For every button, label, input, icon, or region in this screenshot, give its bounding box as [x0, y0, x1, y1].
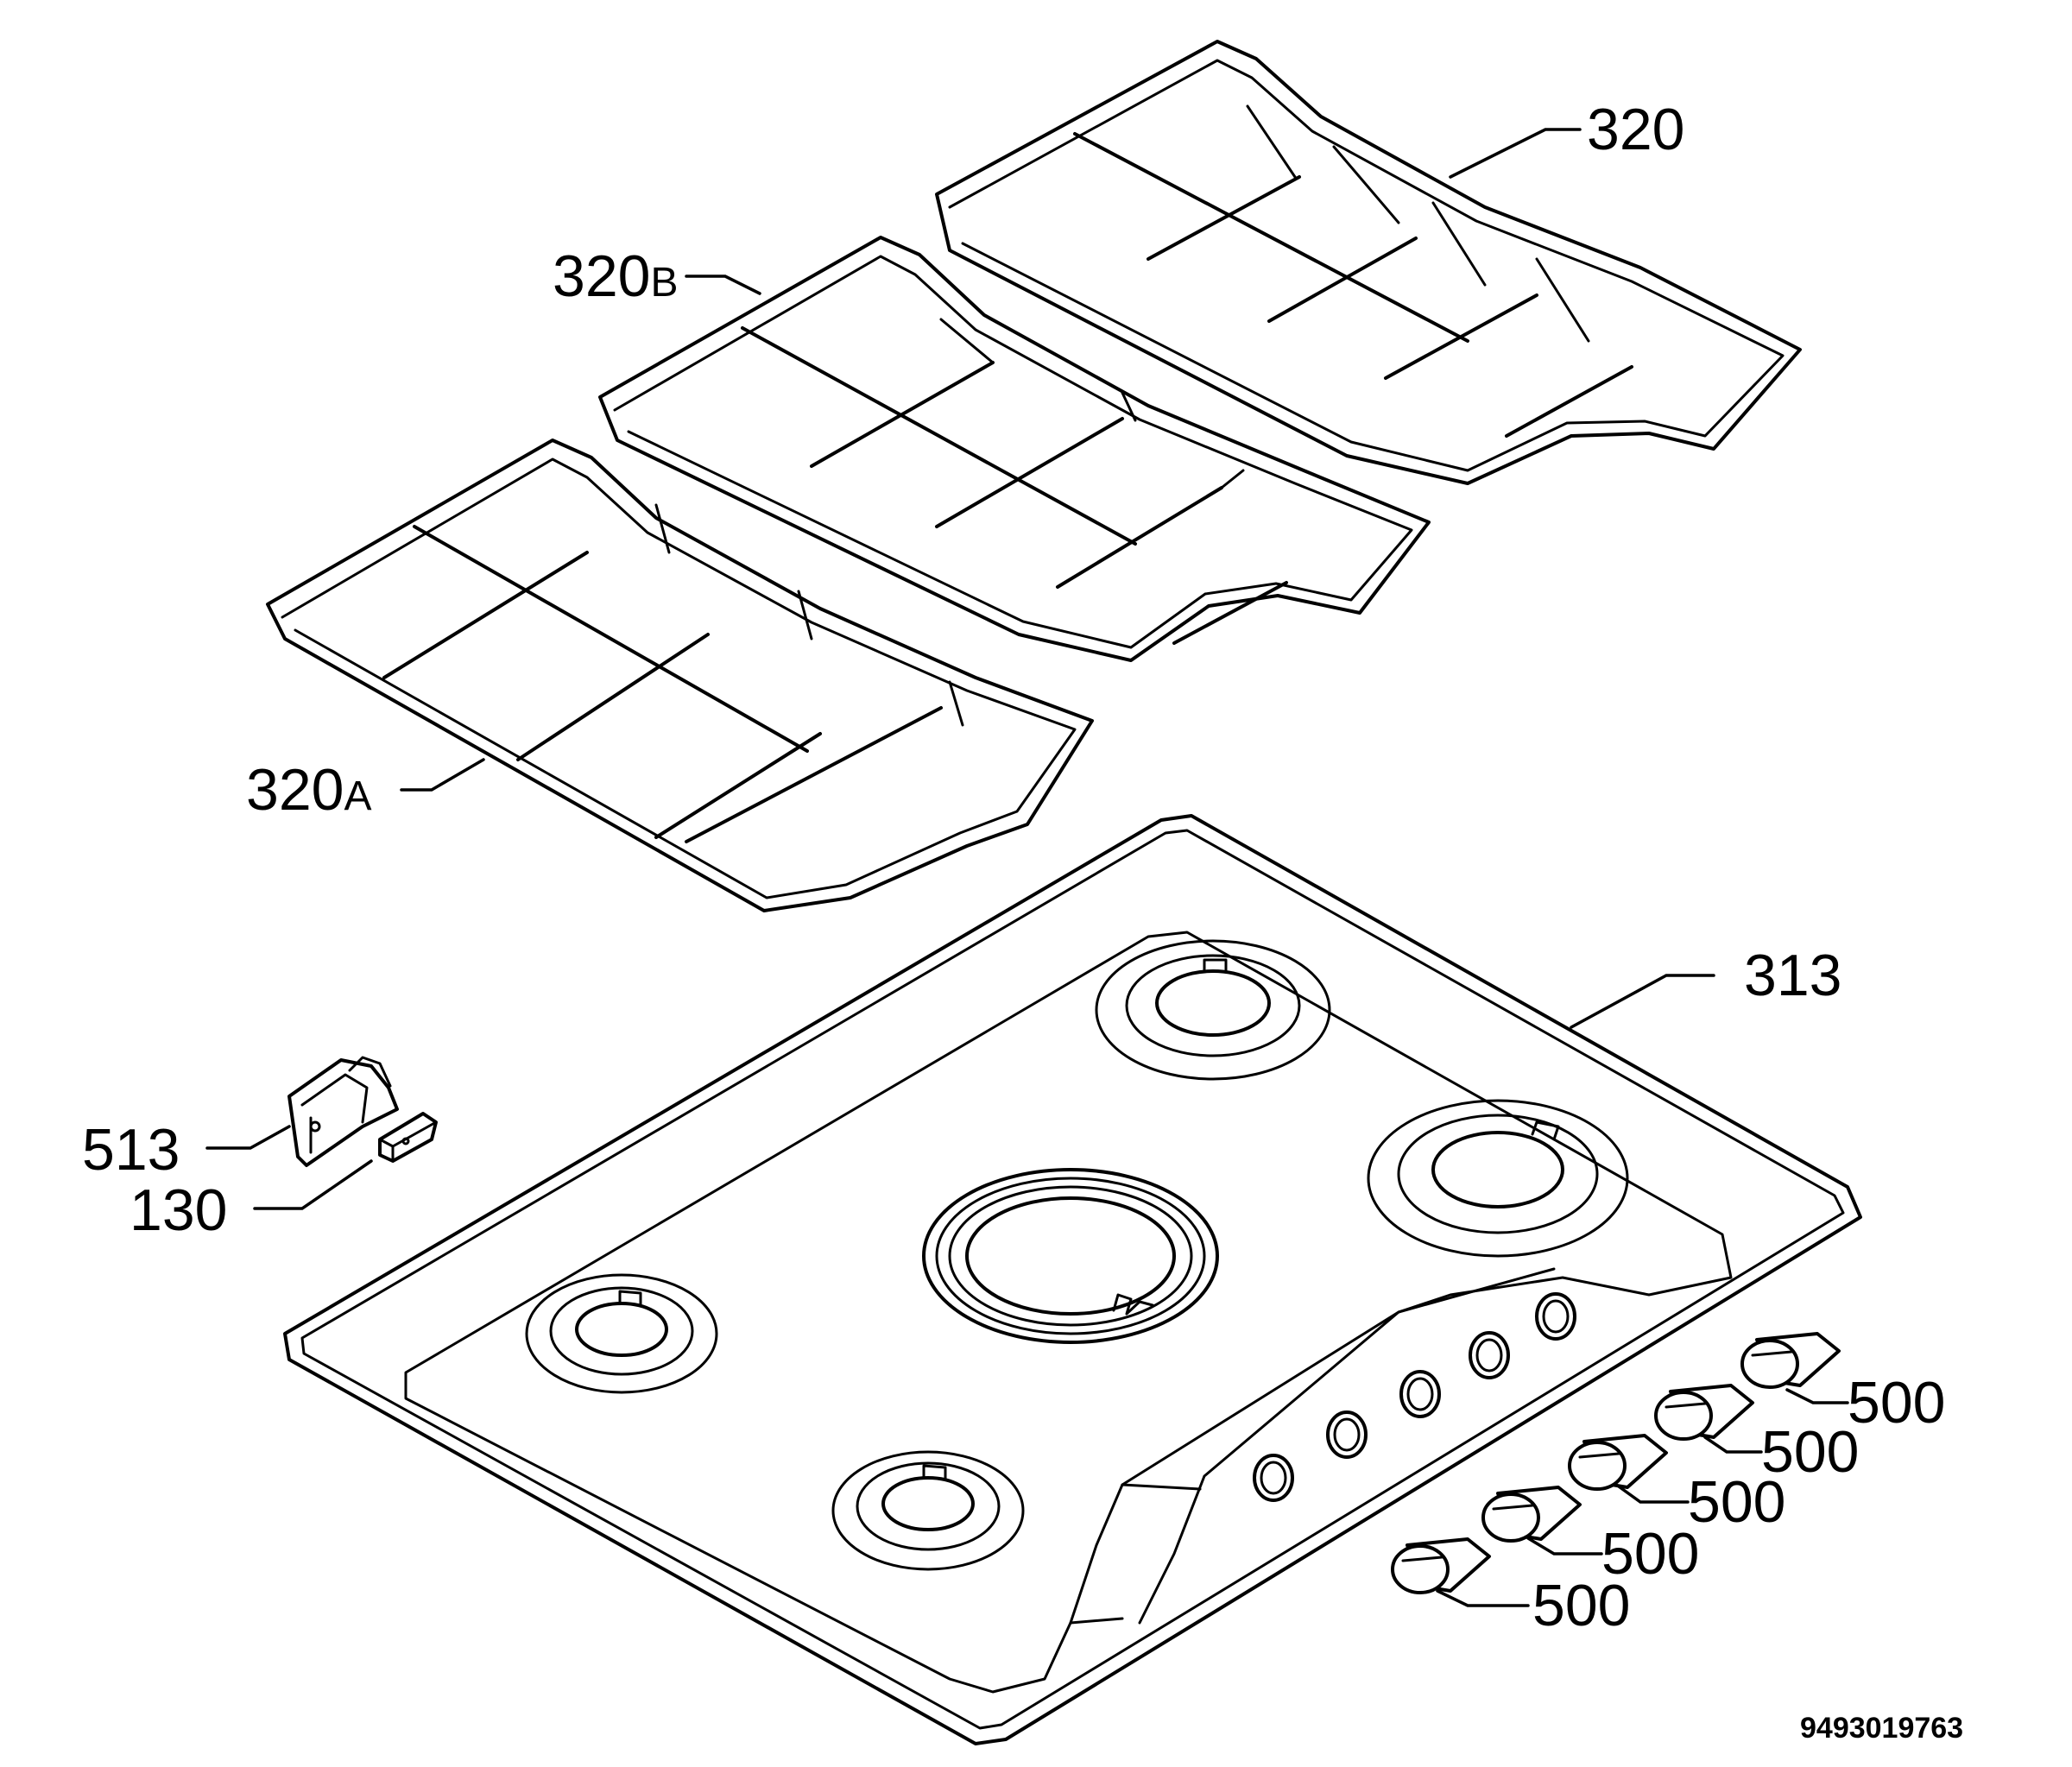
- control-knob-2: [1654, 1384, 1754, 1441]
- callout-500-5: 500: [1532, 1573, 1630, 1638]
- control-knob-1: [1740, 1332, 1841, 1389]
- drawing-code: 9493019763: [1800, 1712, 1963, 1745]
- callout-500-2: 500: [1761, 1419, 1859, 1485]
- callout-320b: 320B: [553, 243, 678, 309]
- leader-lines: [205, 128, 1849, 1607]
- callout-320a: 320A: [246, 757, 371, 823]
- bracket-513: [287, 1056, 399, 1167]
- hob-top-plate-313: [283, 814, 1862, 1745]
- callout-513: 513: [82, 1117, 180, 1183]
- knob-holes: [1253, 1292, 1576, 1502]
- pan-support-grate-320a: [266, 439, 1094, 912]
- control-knob-4: [1481, 1486, 1582, 1543]
- burner-front: [831, 1450, 1025, 1571]
- callout-130: 130: [130, 1177, 227, 1243]
- pan-support-grate-320b: [598, 236, 1431, 662]
- burner-left: [525, 1273, 718, 1394]
- burner-right-rapid: [1367, 1099, 1629, 1258]
- clip-130: [378, 1112, 438, 1163]
- burner-top-back: [1095, 939, 1331, 1081]
- callout-313: 313: [1744, 943, 1841, 1008]
- callout-500-3: 500: [1688, 1469, 1785, 1535]
- pan-support-grate-320: [935, 40, 1802, 485]
- callout-500-1: 500: [1848, 1370, 1945, 1436]
- callout-320: 320: [1587, 97, 1684, 162]
- callout-500-4: 500: [1601, 1521, 1699, 1587]
- control-knob-5: [1391, 1537, 1491, 1594]
- control-knob-3: [1568, 1434, 1668, 1491]
- burner-center-wok: [922, 1168, 1219, 1344]
